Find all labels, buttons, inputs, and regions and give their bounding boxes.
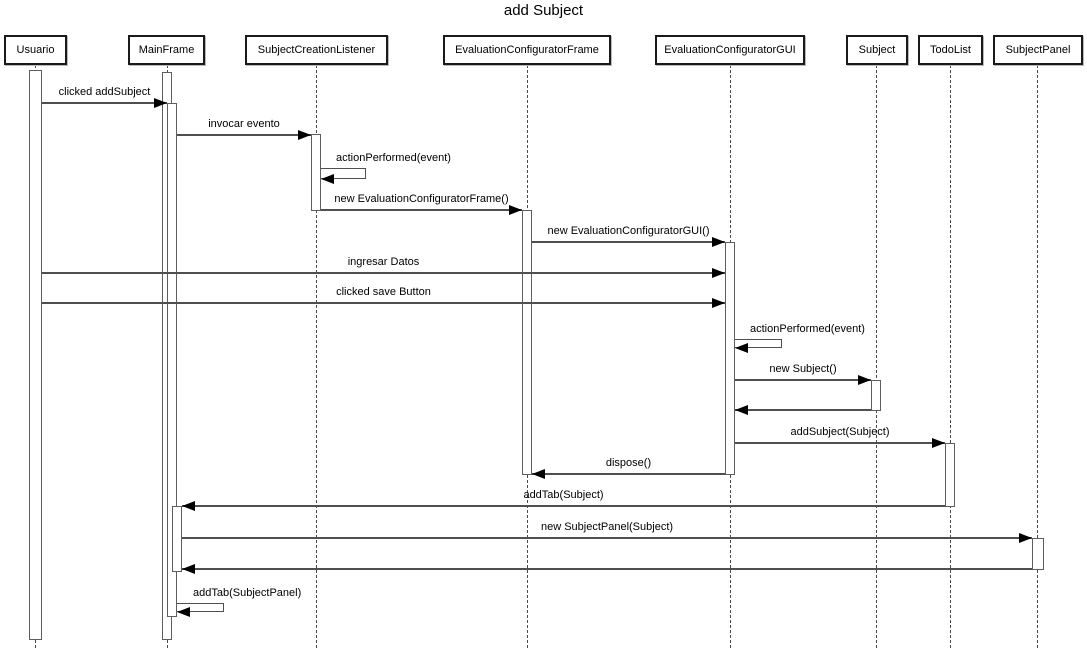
message-label: new EvaluationConfiguratorGUI() — [547, 225, 710, 237]
activation-bar-subjectcreationlistener — [311, 134, 321, 211]
activation-bar-evaluationconfiguratorgui — [725, 242, 735, 475]
message-arrowhead — [154, 98, 167, 108]
message-label: actionPerformed(event) — [336, 152, 451, 164]
message-arrowhead — [532, 469, 545, 479]
message-arrowhead — [735, 405, 748, 415]
message-arrowhead — [1019, 533, 1032, 543]
lifeline-head-evaluationconfiguratorframe: EvaluationConfiguratorFrame — [443, 35, 611, 65]
message-label: ingresar Datos — [347, 256, 420, 268]
message-line — [177, 134, 311, 136]
lifeline-head-subjectpanel: SubjectPanel — [993, 35, 1083, 65]
message-arrowhead — [182, 501, 195, 511]
lifeline-head-subjectcreationlistener: SubjectCreationListener — [245, 35, 388, 65]
message-arrowhead — [712, 268, 725, 278]
lifeline-line-todolist — [950, 65, 951, 648]
lifeline-head-mainframe: MainFrame — [128, 35, 205, 65]
lifeline-line-subjectpanel — [1037, 65, 1038, 648]
message-label: addSubject(Subject) — [790, 426, 890, 438]
activation-bar-subjectpanel — [1032, 538, 1044, 570]
self-message-shape — [735, 339, 782, 348]
message-label: new EvaluationConfiguratorFrame() — [334, 193, 509, 205]
message-line — [532, 473, 725, 475]
message-arrowhead — [182, 564, 195, 574]
lifeline-head-evaluationconfiguratorgui: EvaluationConfiguratorGUI — [655, 35, 805, 65]
message-line — [735, 442, 945, 444]
message-line — [182, 568, 1032, 570]
message-arrowhead — [858, 375, 871, 385]
lifeline-line-subject — [876, 65, 877, 648]
message-line — [42, 302, 725, 304]
lifeline-line-subjectcreationlistener — [316, 65, 317, 648]
lifeline-head-todolist: TodoList — [918, 35, 983, 65]
message-line — [532, 241, 725, 243]
message-line — [42, 102, 167, 104]
message-label: actionPerformed(event) — [750, 323, 865, 335]
activation-bar-subject — [871, 380, 881, 411]
message-label: clicked save Button — [336, 286, 431, 298]
message-label: new SubjectPanel(Subject) — [540, 521, 674, 533]
activation-bar-todolist — [945, 443, 955, 507]
message-arrowhead — [735, 343, 748, 353]
message-label: clicked addSubject — [58, 86, 151, 98]
message-line — [735, 379, 871, 381]
message-line — [182, 505, 945, 507]
message-arrowhead — [712, 237, 725, 247]
message-line — [735, 409, 871, 411]
message-label: new Subject() — [769, 363, 837, 375]
activation-bar-evaluationconfiguratorframe — [522, 210, 532, 475]
message-line — [182, 537, 1032, 539]
message-label: dispose() — [605, 457, 652, 469]
self-message-shape — [321, 168, 366, 179]
lifeline-head-usuario: Usuario — [4, 35, 67, 65]
message-line — [321, 209, 522, 211]
self-message-shape — [177, 603, 224, 612]
message-arrowhead — [298, 130, 311, 140]
message-arrowhead — [321, 174, 334, 184]
message-arrowhead — [509, 205, 522, 215]
lifeline-head-subject: Subject — [846, 35, 908, 65]
message-label: addTab(Subject) — [523, 489, 604, 501]
message-arrowhead — [177, 607, 190, 617]
diagram-title: add Subject — [503, 2, 584, 19]
message-arrowhead — [932, 438, 945, 448]
message-line — [42, 272, 725, 274]
message-label: invocar evento — [208, 118, 280, 130]
activation-bar-mainframe — [172, 506, 182, 572]
activation-bar-usuario — [29, 70, 42, 640]
activation-bar-mainframe — [167, 103, 177, 617]
message-arrowhead — [712, 298, 725, 308]
message-label: addTab(SubjectPanel) — [193, 587, 302, 599]
